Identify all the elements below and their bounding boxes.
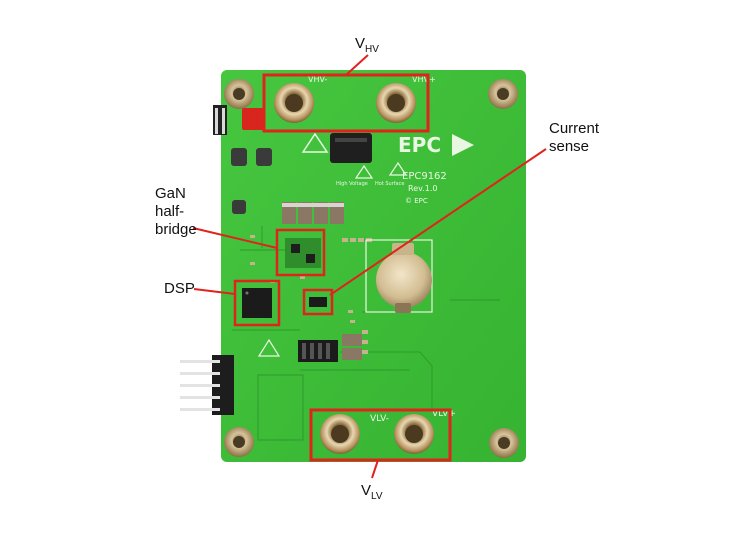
- dsp-leader-line: [193, 288, 236, 295]
- vlv-leader-line: [371, 459, 379, 479]
- vhv-leader-line: [345, 54, 369, 76]
- current-sense-leader-line: [329, 148, 547, 296]
- gan-label-line3: bridge: [155, 221, 197, 238]
- standoff-top-left: [224, 79, 254, 109]
- vhv-label: VHV: [355, 35, 379, 55]
- standoff-bottom-left: [224, 427, 254, 457]
- vlv-minus-label: VLV-: [370, 414, 389, 424]
- dsp-highlight-box: [233, 279, 281, 327]
- vlv-label: VLV: [361, 482, 383, 502]
- pin-header: [180, 355, 234, 415]
- warning-triangle-4: [257, 338, 281, 357]
- current-sense-chip: [309, 297, 327, 307]
- board-copyright: © EPC: [405, 197, 428, 205]
- gan-devices: [285, 238, 321, 268]
- epc-logo: EPC: [398, 133, 474, 157]
- sub-board-outline: [257, 374, 304, 441]
- power-resistors: [282, 202, 344, 224]
- beige-resistor-2: [342, 348, 362, 360]
- terminal-vhv-plus: [376, 83, 416, 123]
- gan-highlight-box: [275, 228, 326, 277]
- warning-triangle-3: [388, 161, 408, 176]
- gan-leader-line: [192, 227, 278, 249]
- jumper-header: [213, 105, 264, 135]
- high-voltage-label: High Voltage: [336, 181, 368, 187]
- svg-text:EPC: EPC: [398, 133, 441, 157]
- gan-label-line2: half-: [155, 203, 184, 220]
- gan-label-line1: GaN: [155, 185, 186, 202]
- dsp-label: DSP: [164, 280, 195, 297]
- vlv-highlight-box: [309, 408, 452, 462]
- vhv-minus-label: VHV-: [308, 75, 327, 84]
- board-model: EPC9162: [402, 171, 447, 182]
- beige-resistor-1: [342, 334, 362, 346]
- vlv-plus-label: VLV+: [432, 409, 456, 419]
- terminal-vlv-minus: [320, 414, 360, 454]
- current-sense-label-line2: sense: [549, 138, 589, 155]
- inductor-3: [232, 200, 246, 214]
- current-sense-highlight-box: [302, 288, 334, 316]
- warning-triangle-1: [301, 132, 329, 153]
- inductor-1: [231, 148, 247, 166]
- terminal-vhv-minus: [274, 83, 314, 123]
- inductor-2: [256, 148, 272, 166]
- vhv-plus-label: VHV+: [412, 75, 436, 84]
- current-sense-label-line1: Current: [549, 120, 600, 137]
- black-connector: [298, 340, 338, 362]
- standoff-top-right: [488, 79, 518, 109]
- coin-cell-holder: [365, 239, 433, 313]
- hot-surface-label: Hot Surface: [375, 181, 404, 187]
- terminal-vlv-plus: [394, 414, 434, 454]
- hv-capacitor: [330, 133, 372, 163]
- standoff-bottom-right: [489, 428, 519, 458]
- warning-triangle-2: [354, 164, 374, 179]
- board-revision: Rev.1.0: [408, 184, 438, 193]
